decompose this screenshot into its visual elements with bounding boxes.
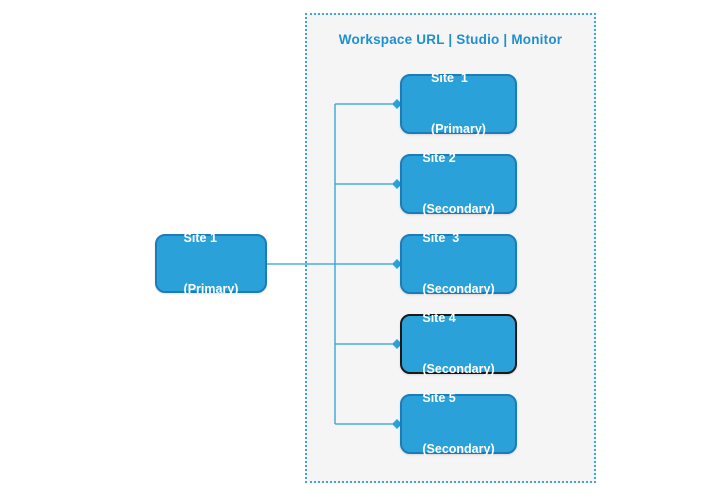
node-site3-secondary: Site 3 (Secondary): [400, 231, 517, 296]
node-label-line2: (Primary): [183, 281, 239, 296]
node-site1-primary: Site 1 (Primary): [400, 71, 517, 136]
diamond-arrowhead: [392, 99, 402, 109]
node-label-line1: Site 1: [183, 230, 217, 245]
diamond-arrowhead: [392, 339, 402, 349]
node-label: Site 2 (Secondary): [422, 116, 494, 252]
node-label-line1: Site 1: [431, 71, 468, 85]
node-label-line1: Site 3: [422, 231, 460, 245]
node-label-line2: (Primary): [431, 122, 486, 136]
node-label-line1: Site 5: [422, 391, 456, 405]
node-label: Site 4 (Secondary): [422, 276, 494, 412]
node-site2-secondary: Site 2 (Secondary): [400, 151, 517, 216]
node-label-line2: (Secondary): [422, 442, 495, 456]
node-label-line2: (Secondary): [422, 202, 495, 216]
node-label: Site 1 (Primary): [184, 196, 239, 332]
node-site5-secondary: Site 5 (Secondary): [400, 391, 517, 456]
node-site4-secondary: Site 4 (Secondary): [400, 311, 517, 376]
node-label-line1: Site 4: [422, 311, 456, 325]
node-label: Site 1 (Primary): [431, 36, 486, 172]
node-label-line2: (Secondary): [422, 362, 495, 376]
node-label-line1: Site 2: [422, 151, 456, 165]
workspace-title: Workspace URL | Studio | Monitor: [338, 32, 563, 47]
diamond-arrowhead: [392, 419, 402, 429]
diamond-arrowhead: [392, 259, 402, 269]
diamond-arrowhead: [392, 179, 402, 189]
node-site1-primary-root: Site 1 (Primary): [155, 231, 267, 296]
node-label: Site 5 (Secondary): [422, 356, 494, 492]
node-label-line2: (Secondary): [422, 282, 495, 296]
node-label: Site 3 (Secondary): [422, 196, 494, 332]
